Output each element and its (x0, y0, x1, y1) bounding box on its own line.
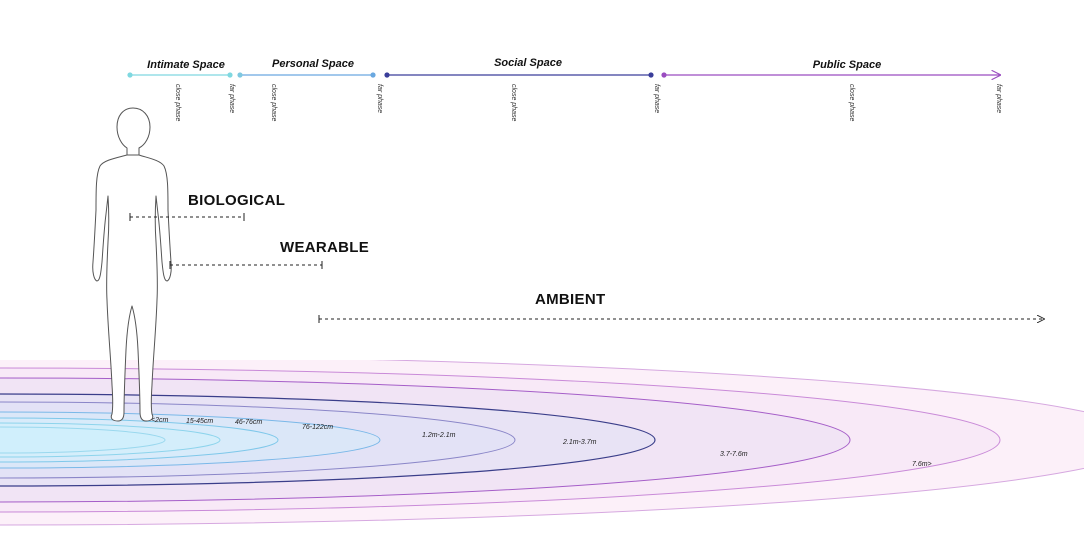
ring-label: 3.7-7.6m (720, 451, 748, 458)
personal-end-dot (370, 72, 376, 78)
intimate-start-dot (127, 72, 133, 78)
ring-2cm (0, 426, 166, 454)
ambient-range: AMBIENT (318, 291, 1044, 323)
ring-label: 15-45cm (186, 418, 213, 425)
ring-label: 76-122cm (302, 424, 333, 431)
ring-label: 7.6m> (912, 461, 932, 468)
biological-range: BIOLOGICAL (129, 192, 285, 221)
intimate-end-dot (227, 72, 233, 78)
floor-rings (0, 360, 1084, 526)
ring-labels: <2cm 15-45cm 46-76cm 76-122cm 1.2m-2.1m … (151, 417, 932, 468)
personal-space-title: Personal Space (272, 58, 354, 70)
wearable-label: WEARABLE (280, 239, 369, 256)
public-space-title: Public Space (813, 59, 881, 71)
social-close-phase-label: close phase (510, 84, 517, 121)
human-figure-icon (92, 107, 172, 422)
public-start-dot (661, 72, 667, 78)
intimate-space-title: Intimate Space (147, 59, 225, 71)
social-far-phase-label: far phase (653, 84, 660, 113)
ring-label: 1.2m-2.1m (422, 432, 456, 439)
social-end-dot (648, 72, 654, 78)
proxemic-scale: Intimate Space Personal Space Social Spa… (127, 57, 1002, 121)
intimate-far-phase-label: far phase (228, 84, 235, 113)
social-start-dot (384, 72, 390, 78)
ring-label: <2cm (151, 417, 168, 424)
ring-label: 46-76cm (235, 419, 262, 426)
public-close-phase-label: close phase (848, 84, 855, 121)
ring-label: 2.1m-3.7m (562, 439, 597, 446)
personal-start-dot (237, 72, 243, 78)
ambient-label: AMBIENT (535, 291, 605, 308)
wearable-range: WEARABLE (169, 239, 369, 269)
public-far-phase-label: far phase (995, 84, 1002, 113)
personal-close-phase-label: close phase (270, 84, 277, 121)
biological-label: BIOLOGICAL (188, 192, 285, 209)
personal-far-phase-label: far phase (376, 84, 383, 113)
intimate-close-phase-label: close phase (174, 84, 181, 121)
social-space-title: Social Space (494, 57, 562, 69)
